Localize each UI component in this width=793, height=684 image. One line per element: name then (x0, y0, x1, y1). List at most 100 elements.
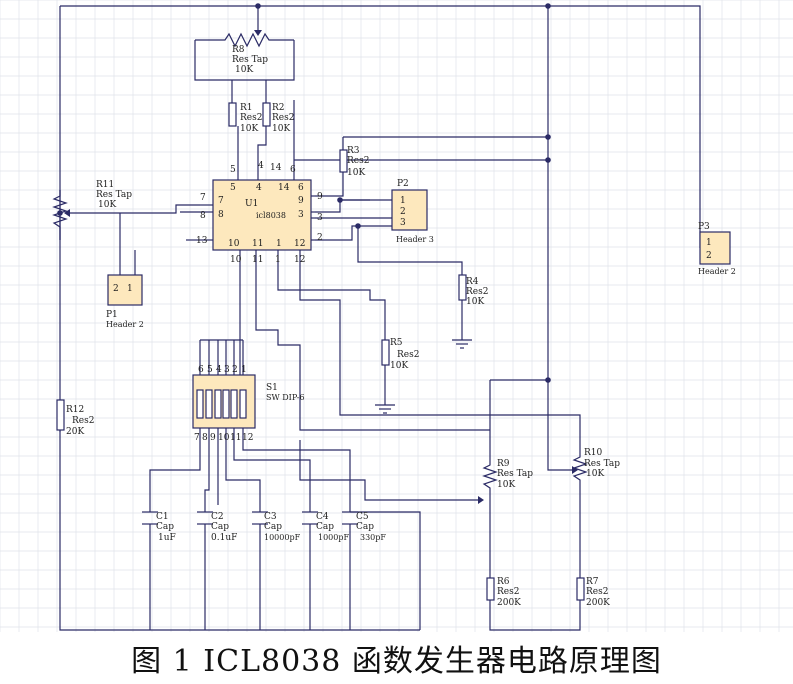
svg-text:Cap: Cap (316, 522, 334, 532)
svg-text:Res Tap: Res Tap (232, 55, 268, 65)
svg-text:3: 3 (224, 365, 230, 375)
svg-text:200K: 200K (497, 598, 521, 608)
svg-text:S1: S1 (266, 383, 278, 393)
svg-text:20K: 20K (66, 427, 84, 437)
svg-text:Res2: Res2 (586, 587, 608, 597)
svg-text:R9: R9 (497, 459, 510, 469)
svg-text:9: 9 (298, 196, 304, 206)
junctions (57, 3, 551, 383)
svg-text:200K: 200K (586, 598, 610, 608)
svg-text:Res2: Res2 (72, 416, 94, 426)
resistor-r2: R2 Res2 10K (262, 102, 294, 134)
resistor-r4: R4 Res2 10K (458, 274, 488, 307)
svg-text:Header 3: Header 3 (396, 235, 434, 244)
svg-text:SW DIP-6: SW DIP-6 (266, 393, 305, 402)
svg-text:5: 5 (230, 165, 236, 175)
svg-text:R4: R4 (466, 277, 479, 287)
resistor-r12: R12 Res2 20K (56, 399, 94, 437)
svg-text:Res Tap: Res Tap (96, 190, 132, 200)
svg-text:R8: R8 (232, 45, 245, 55)
svg-text:10K: 10K (272, 124, 290, 134)
svg-text:R5: R5 (390, 338, 403, 348)
header-p1: 2 1 P1 Header 2 (106, 274, 144, 329)
svg-text:Res2: Res2 (240, 113, 262, 123)
resistor-r1: R1 Res2 10K (228, 102, 262, 134)
svg-text:Res Tap: Res Tap (497, 469, 533, 479)
svg-text:8: 8 (202, 433, 208, 443)
svg-text:10K: 10K (235, 65, 253, 75)
svg-text:Res2: Res2 (497, 587, 519, 597)
svg-text:12: 12 (242, 433, 253, 443)
svg-text:5: 5 (207, 365, 213, 375)
resistor-r10: R10 Res Tap 10K (572, 448, 620, 490)
svg-text:10K: 10K (586, 469, 604, 479)
svg-text:Cap: Cap (156, 522, 174, 532)
capacitor-c1: C1 Cap 1uF (142, 511, 176, 543)
svg-text:R7: R7 (586, 577, 599, 587)
svg-text:10K: 10K (497, 480, 515, 490)
resistor-r11: R11 Res Tap 10K (52, 180, 132, 240)
capacitor-c4: C4 Cap 1000pF (302, 511, 349, 542)
svg-text:8: 8 (218, 210, 224, 220)
svg-text:2: 2 (400, 207, 406, 217)
svg-text:10: 10 (230, 255, 242, 265)
svg-text:10000pF: 10000pF (264, 533, 301, 542)
svg-text:P1: P1 (106, 310, 118, 320)
svg-text:Res2: Res2 (466, 287, 488, 297)
svg-text:14: 14 (270, 163, 282, 173)
svg-text:R6: R6 (497, 577, 510, 587)
svg-text:1000pF: 1000pF (318, 533, 349, 542)
svg-text:7: 7 (200, 193, 206, 203)
svg-text:4: 4 (256, 183, 262, 193)
svg-text:Res2: Res2 (272, 113, 294, 123)
svg-text:8: 8 (200, 211, 206, 221)
svg-text:1uF: 1uF (158, 533, 176, 543)
capacitor-c2: C2 Cap 0.1uF (197, 511, 237, 543)
grid-background (0, 0, 793, 632)
svg-text:10: 10 (218, 433, 230, 443)
header-p2: P2 1 2 3 Header 3 (391, 179, 434, 244)
dip-switch-s1: S1 SW DIP-6 6 5 4 3 2 1 7 8 9 10 11 12 (192, 365, 305, 443)
resistor-r5: R5 Res2 10K (381, 338, 419, 371)
svg-text:Res2: Res2 (397, 350, 419, 360)
svg-text:11: 11 (252, 255, 263, 265)
svg-text:6: 6 (198, 365, 204, 375)
svg-text:10K: 10K (240, 124, 258, 134)
svg-text:U1: U1 (245, 199, 258, 209)
svg-text:330pF: 330pF (360, 533, 386, 542)
svg-text:10: 10 (228, 239, 240, 249)
svg-text:R11: R11 (96, 180, 114, 190)
svg-text:11: 11 (230, 433, 241, 443)
svg-text:10K: 10K (98, 200, 116, 210)
svg-text:12: 12 (294, 255, 305, 265)
svg-text:Header 2: Header 2 (106, 320, 144, 329)
capacitor-c5: C5 Cap 330pF (342, 511, 386, 542)
svg-text:12: 12 (294, 239, 305, 249)
header-p3: P3 1 2 Header 2 (698, 222, 736, 276)
svg-text:9: 9 (317, 192, 323, 202)
svg-text:6: 6 (290, 165, 296, 175)
svg-text:R3: R3 (347, 146, 360, 156)
svg-text:P3: P3 (698, 222, 710, 232)
svg-text:6: 6 (298, 183, 304, 193)
svg-text:13: 13 (196, 236, 208, 246)
figure-caption: 图 1 ICL8038 函数发生器电路原理图 (131, 644, 662, 679)
ground-symbol (375, 404, 395, 414)
ground-symbol (452, 339, 472, 349)
wires (59, 5, 708, 631)
svg-text:icl8038: icl8038 (256, 211, 286, 220)
svg-text:10K: 10K (466, 297, 484, 307)
svg-text:1: 1 (275, 255, 281, 265)
svg-text:10K: 10K (347, 168, 365, 178)
svg-text:R10: R10 (584, 448, 603, 458)
svg-text:10K: 10K (390, 361, 408, 371)
svg-text:P2: P2 (397, 179, 409, 189)
svg-text:3: 3 (298, 210, 304, 220)
resistor-r3: R3 Res2 10K (339, 146, 369, 178)
capacitor-c3: C3 Cap 10000pF (252, 511, 301, 542)
svg-text:1: 1 (241, 365, 247, 375)
svg-text:1: 1 (706, 238, 712, 248)
svg-text:Header 2: Header 2 (698, 267, 736, 276)
svg-text:14: 14 (278, 183, 290, 193)
